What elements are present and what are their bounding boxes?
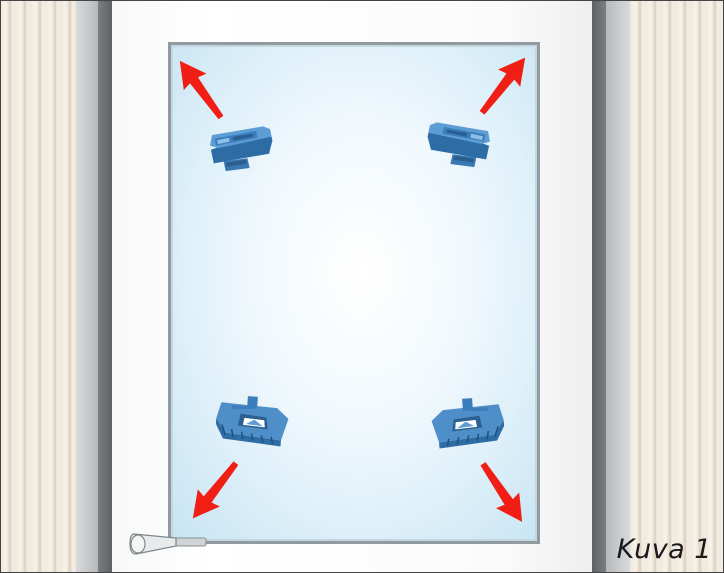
glazing-block-bottom-right-icon [429, 395, 507, 450]
glazing-block-bottom-left-icon [213, 393, 291, 448]
door-frame-right-outer [606, 0, 630, 573]
door-frame-left-outer [76, 0, 98, 573]
glazing-block-top-left-icon [208, 123, 277, 176]
glass-pane [168, 42, 540, 544]
wallpaper-right [630, 0, 724, 573]
door-frame-left-inner [98, 0, 112, 573]
door-frame-right-inner [592, 0, 606, 573]
wallpaper-left [0, 0, 78, 573]
glazing-block-top-right-icon [423, 119, 492, 172]
arrow-bottom-right-icon [471, 455, 534, 530]
arrow-top-left-icon [168, 52, 233, 126]
figure-caption: Kuva 1 [616, 534, 712, 565]
arrow-top-right-icon [471, 49, 537, 122]
door-handle-icon [129, 533, 207, 555]
arrow-bottom-left-icon [181, 454, 247, 527]
